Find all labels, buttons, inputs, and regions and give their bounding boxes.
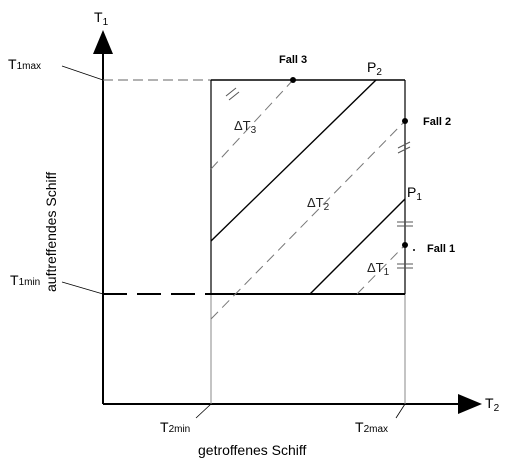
diagonal-p1 [309, 198, 406, 295]
x-axis-label: T2 [485, 395, 500, 414]
t2min-label: T2min [160, 419, 190, 435]
dashed-fall2 [210, 120, 406, 320]
fall2-point [402, 118, 408, 124]
t2max-label: T2max [355, 419, 388, 435]
p2-label: P2 [367, 59, 382, 78]
fall1-label: Fall 1 [427, 243, 455, 255]
fall2-label: Fall 2 [423, 116, 451, 128]
t2max-leader [395, 403, 406, 419]
p1-label: P1 [407, 184, 422, 203]
t1max-leader [61, 65, 104, 81]
delta-t3-label: ΔT3 [234, 118, 257, 136]
y-axis-title: auftreffendes Schiff [43, 172, 59, 292]
fall1-tick [413, 249, 415, 251]
t1min-label: T1min [10, 272, 40, 288]
dashed-fall3 [210, 79, 294, 170]
x-axis-title: getroffenes Schiff [198, 442, 307, 458]
t1min-leader [61, 281, 104, 295]
fall1-point [402, 242, 408, 248]
y-axis-label: T1 [94, 9, 109, 28]
t2min-leader [195, 403, 212, 419]
tick-marks [225, 87, 413, 269]
t1max-label: T1max [8, 56, 41, 72]
dashed-fall1 [356, 244, 406, 295]
delta-t2-label: ΔT2 [307, 195, 330, 213]
diagonal-p2 [210, 79, 377, 242]
delta-t1-label: ΔT1 [367, 260, 390, 278]
fall3-label: Fall 3 [279, 54, 307, 66]
fall3-point [290, 77, 296, 83]
